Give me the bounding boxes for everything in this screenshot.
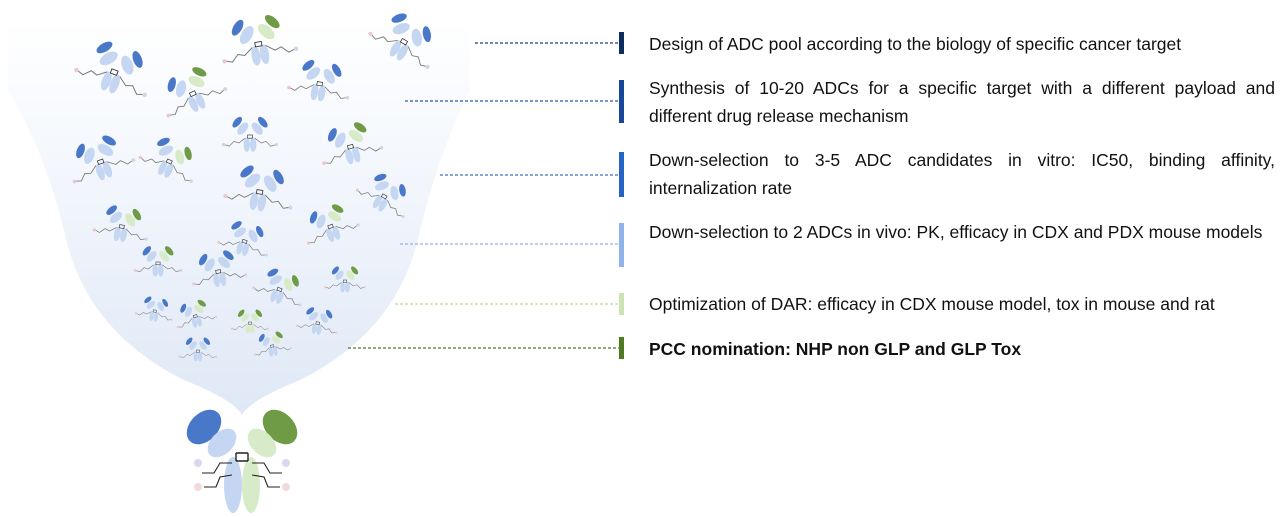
- step-synthesis-text: Synthesis of 10-20 ADCs for a specific t…: [649, 78, 1275, 126]
- adc-molecule-icon: [72, 135, 136, 184]
- adc-molecule-icon: [296, 307, 338, 335]
- adc-molecule-icon: [223, 165, 293, 212]
- step-marker-bar-0: [619, 32, 624, 54]
- adc-molecule-icon: [324, 266, 366, 293]
- adc-molecule-icon: [178, 337, 218, 362]
- adc-molecule-icon: [166, 67, 228, 118]
- adc-molecule-icon: [217, 221, 269, 257]
- adc-molecule-icon: [176, 299, 218, 329]
- step-in-vitro-text: Down-selection to 3-5 ADC candidates in …: [649, 150, 1275, 198]
- adc-molecule-icon: [355, 173, 406, 219]
- final-adc-molecule-icon: [186, 409, 298, 513]
- adc-molecule-icon: [368, 13, 432, 69]
- adc-molecule-icon: [134, 296, 173, 322]
- adc-molecule-icon: [192, 250, 248, 288]
- step-marker-bar-1: [619, 80, 624, 123]
- step-marker-bar-5: [619, 337, 624, 359]
- adc-molecule-icon: [74, 41, 147, 98]
- adc-molecule-icon: [138, 137, 193, 183]
- adc-molecule-icon: [252, 268, 302, 307]
- step-design-text: Design of ADC pool according to the biol…: [649, 34, 1182, 54]
- adc-molecule-icon: [230, 309, 270, 334]
- adc-molecule-icon: [222, 15, 299, 66]
- step-dar-optimization-text: Optimization of DAR: efficacy in CDX mou…: [649, 294, 1215, 314]
- adc-molecule-pool: [72, 13, 432, 362]
- adc-molecule-icon: [322, 122, 384, 165]
- adc-molecule-icon: [287, 59, 350, 102]
- adc-molecule-icon: [254, 331, 293, 357]
- adc-molecule-icon: [92, 205, 148, 243]
- funnel-shape: [8, 20, 470, 415]
- connector-lines: [348, 32, 624, 359]
- step-marker-bar-3: [619, 223, 624, 267]
- step-in-vivo-text: Down-selection to 2 ADCs in vivo: PK, ef…: [649, 222, 1263, 242]
- adc-molecule-icon: [133, 246, 183, 277]
- step-marker-bar-2: [619, 152, 624, 197]
- step-pcc-nomination-text: PCC nomination: NHP non GLP and GLP Tox: [649, 339, 1022, 359]
- adc-molecule-icon: [306, 204, 360, 245]
- adc-molecule-icon: [222, 116, 278, 152]
- step-marker-bar-4: [619, 293, 624, 315]
